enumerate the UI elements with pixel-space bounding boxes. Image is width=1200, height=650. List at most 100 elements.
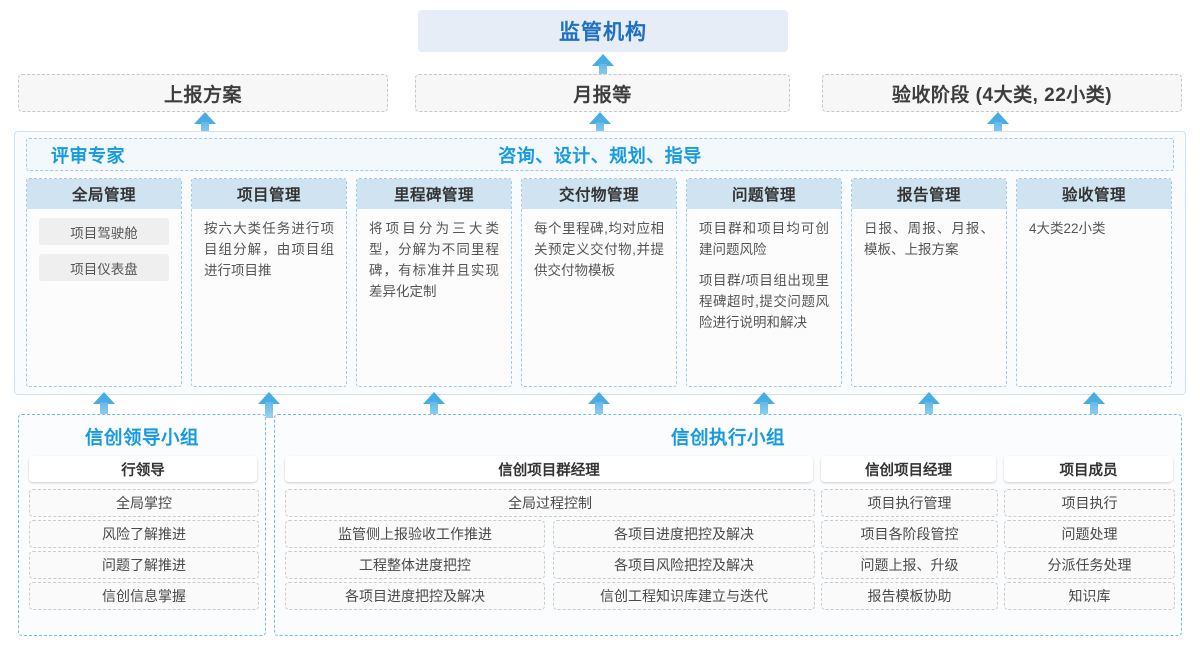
role-head-project-manager[interactable]: 信创项目经理: [821, 456, 996, 482]
chip-leadership-1[interactable]: 全局掌控: [29, 489, 259, 517]
arrow-up-icon-to-monthly-report: [589, 112, 611, 138]
role-head-bank-leader[interactable]: 行领导: [29, 456, 257, 482]
arrow-head: [1083, 392, 1105, 404]
card-pill-cockpit[interactable]: 项目驾驶舱: [39, 218, 169, 245]
arrow-head: [588, 392, 610, 404]
deliverable-label: 上报方案: [163, 84, 242, 106]
management-banner: 评审专家 咨询、设计、规划、指导: [26, 138, 1174, 171]
management-card-milestone[interactable]: 里程碑管理 将项目分为三大类型，分解为不同里程碑，有标准并且实现差异化定制: [356, 178, 512, 387]
regulator-title-label: 监管机构: [559, 21, 647, 44]
chip-member-2[interactable]: 问题处理: [1004, 520, 1175, 548]
chip-member-3[interactable]: 分派任务处理: [1004, 551, 1175, 579]
arrow-up-icon-to-report-plan: [194, 112, 216, 138]
card-body: 4大类22小类: [1017, 209, 1171, 239]
chip-pm-2[interactable]: 项目各阶段管控: [821, 520, 998, 548]
management-card-report[interactable]: 报告管理 日报、周报、月报、模板、上报方案: [851, 178, 1007, 387]
card-header: 交付物管理: [522, 179, 676, 209]
card-body: 项目群和项目均可创建问题风险 项目群/项目组出现里程碑超时,提交问题风险进行说明…: [687, 209, 841, 333]
arrow-head: [753, 392, 775, 404]
management-card-acceptance[interactable]: 验收管理 4大类22小类: [1016, 178, 1172, 387]
arrow-head: [194, 112, 216, 124]
banner-label-consulting: 咨询、设计、规划、指导: [498, 145, 702, 166]
management-card-deliverable[interactable]: 交付物管理 每个里程碑,均对应相关预定义交付物,并提供交付物模板: [521, 178, 677, 387]
chip-pm-4[interactable]: 报告模板协助: [821, 582, 998, 610]
arrow-head: [918, 392, 940, 404]
arrow-shaft: [599, 64, 607, 80]
group-leadership: 信创领导小组 行领导 全局掌控 风险了解推进 问题了解推进 信创信息掌握: [18, 414, 266, 636]
card-body: 按六大类任务进行项目组分解，由项目组进行项目推: [192, 209, 346, 281]
chip-member-4[interactable]: 知识库: [1004, 582, 1175, 610]
arrow-shaft: [430, 402, 438, 418]
deliverable-box-report-plan: 上报方案: [18, 74, 388, 112]
role-head-project-member[interactable]: 项目成员: [1004, 456, 1173, 482]
arrow-up-icon-col-1: [93, 392, 115, 418]
deliverable-label: 月报等: [573, 84, 632, 106]
arrow-shaft: [994, 122, 1002, 138]
arrow-up-icon-to-regulator: [592, 54, 614, 80]
management-card-project[interactable]: 项目管理 按六大类任务进行项目组分解，由项目组进行项目推: [191, 178, 347, 387]
chip-program-left-3[interactable]: 各项目进度把控及解决: [285, 582, 545, 610]
chip-leadership-2[interactable]: 风险了解推进: [29, 520, 259, 548]
chip-program-left-1[interactable]: 监管侧上报验收工作推进: [285, 520, 545, 548]
arrow-up-icon-col-2: [258, 392, 280, 418]
card-header: 里程碑管理: [357, 179, 511, 209]
arrow-shaft: [925, 402, 933, 418]
chip-leadership-4[interactable]: 信创信息掌握: [29, 582, 259, 610]
arrow-shaft: [201, 122, 209, 138]
role-head-program-manager[interactable]: 信创项目群经理: [285, 456, 813, 482]
arrow-head: [93, 392, 115, 404]
card-body: 项目驾驶舱 项目仪表盘: [27, 209, 181, 281]
arrow-up-icon-col-7: [1083, 392, 1105, 418]
chip-program-wide[interactable]: 全局过程控制: [285, 489, 815, 517]
chip-pm-3[interactable]: 问题上报、升级: [821, 551, 998, 579]
arrow-shaft: [1090, 402, 1098, 418]
chip-pm-1[interactable]: 项目执行管理: [821, 489, 998, 517]
card-body: 每个里程碑,均对应相关预定义交付物,并提供交付物模板: [522, 209, 676, 281]
deliverable-box-monthly-report: 月报等: [415, 74, 790, 112]
card-header: 问题管理: [687, 179, 841, 209]
arrow-up-icon-to-acceptance-stage: [987, 112, 1009, 138]
chip-program-right-2[interactable]: 各项目风险把控及解决: [553, 551, 815, 579]
card-paragraph: 将项目分为三大类型，分解为不同里程碑，有标准并且实现差异化定制: [369, 221, 499, 299]
card-paragraph: 4大类22小类: [1029, 221, 1106, 236]
card-header: 全局管理: [27, 179, 181, 209]
arrow-shaft: [595, 402, 603, 418]
arrow-up-icon-col-5: [753, 392, 775, 418]
arrow-head: [423, 392, 445, 404]
chip-program-right-1[interactable]: 各项目进度把控及解决: [553, 520, 815, 548]
arrow-head: [589, 112, 611, 124]
arrow-head: [258, 392, 280, 404]
card-paragraph: 按六大类任务进行项目组分解，由项目组进行项目推: [204, 221, 334, 278]
group-execution: 信创执行小组 信创项目群经理 全局过程控制 监管侧上报验收工作推进 工程整体进度…: [274, 414, 1182, 636]
arrow-head: [592, 54, 614, 66]
arrow-up-icon-col-3: [423, 392, 445, 418]
management-card-issue[interactable]: 问题管理 项目群和项目均可创建问题风险 项目群/项目组出现里程碑超时,提交问题风…: [686, 178, 842, 387]
card-paragraph: 项目群/项目组出现里程碑超时,提交问题风险进行说明和解决: [699, 273, 829, 330]
card-header: 报告管理: [852, 179, 1006, 209]
deliverable-label: 验收阶段 (4大类, 22小类): [891, 84, 1113, 106]
card-header: 项目管理: [192, 179, 346, 209]
chip-program-right-3[interactable]: 信创工程知识库建立与迭代: [553, 582, 815, 610]
group-title-leadership: 信创领导小组: [84, 427, 200, 448]
arrow-shaft: [265, 402, 273, 418]
chip-member-1[interactable]: 项目执行: [1004, 489, 1175, 517]
card-paragraph: 日报、周报、月报、模板、上报方案: [864, 221, 994, 257]
card-body: 将项目分为三大类型，分解为不同里程碑，有标准并且实现差异化定制: [357, 209, 511, 302]
chip-leadership-3[interactable]: 问题了解推进: [29, 551, 259, 579]
arrow-shaft: [760, 402, 768, 418]
arrow-up-icon-col-4: [588, 392, 610, 418]
card-pill-dashboard[interactable]: 项目仪表盘: [39, 254, 169, 281]
banner-label-review-experts: 评审专家: [51, 145, 125, 166]
card-paragraph: 项目群和项目均可创建问题风险: [699, 221, 829, 257]
card-body: 日报、周报、月报、模板、上报方案: [852, 209, 1006, 260]
group-title-execution: 信创执行小组: [670, 427, 786, 448]
arrow-shaft: [596, 122, 604, 138]
regulator-title-box: 监管机构: [418, 10, 788, 52]
arrow-shaft: [100, 402, 108, 418]
chip-program-left-2[interactable]: 工程整体进度把控: [285, 551, 545, 579]
management-card-global[interactable]: 全局管理 项目驾驶舱 项目仪表盘: [26, 178, 182, 387]
deliverable-box-acceptance-stage: 验收阶段 (4大类, 22小类): [822, 74, 1182, 112]
arrow-head: [987, 112, 1009, 124]
card-paragraph: 每个里程碑,均对应相关预定义交付物,并提供交付物模板: [534, 221, 664, 278]
